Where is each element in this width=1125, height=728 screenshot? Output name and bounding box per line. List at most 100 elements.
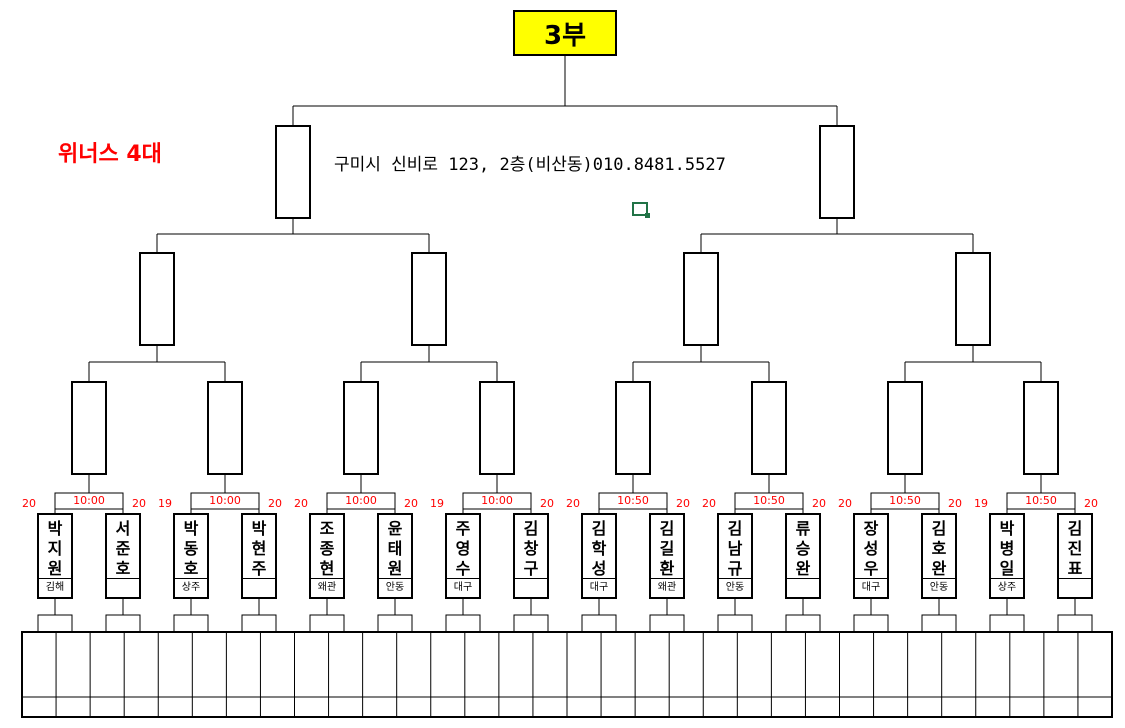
- player-seed: 20: [268, 497, 282, 510]
- match-time-box: [870, 492, 940, 510]
- player-seed: 20: [838, 497, 852, 510]
- match-time-box: [462, 492, 532, 510]
- player-region: 상주: [175, 578, 207, 597]
- match-time: 10:50: [617, 494, 649, 507]
- player-seed: 19: [158, 497, 172, 510]
- match-time-box: [326, 492, 396, 510]
- player-stub-box: [717, 614, 753, 633]
- player-stub-box: [241, 614, 277, 633]
- cell-selection-cursor[interactable]: [632, 202, 650, 218]
- player-seed: 20: [22, 497, 36, 510]
- match-time-box: [54, 492, 124, 510]
- player-stub-box: [37, 614, 73, 633]
- player-stub-box: [853, 614, 889, 633]
- player-region: 대구: [447, 578, 479, 597]
- player-stub-box: [309, 614, 345, 633]
- player-seed: 20: [566, 497, 580, 510]
- match-time: 10:00: [481, 494, 513, 507]
- round-two-box: [71, 381, 107, 475]
- player-stub-box: [649, 614, 685, 633]
- player-seed: 20: [702, 497, 716, 510]
- division-title: 3부: [513, 10, 617, 56]
- player-region: 왜관: [311, 578, 343, 597]
- player-seed: 20: [540, 497, 554, 510]
- player-region: 안동: [379, 578, 411, 597]
- player-region: 대구: [855, 578, 887, 597]
- player-stub-box: [445, 614, 481, 633]
- address-text: 구미시 신비로 123, 2층(비산동)010.8481.5527: [334, 155, 726, 175]
- player-stub-box: [581, 614, 617, 633]
- player-region: [243, 578, 275, 597]
- match-time: 10:00: [345, 494, 377, 507]
- round-two-box: [751, 381, 787, 475]
- quarterfinal-box: [955, 252, 991, 346]
- player-stub-box: [989, 614, 1025, 633]
- player-region: [787, 578, 819, 597]
- player-seed: 19: [974, 497, 988, 510]
- player-stub-box: [921, 614, 957, 633]
- quarterfinal-box: [411, 252, 447, 346]
- player-stub-box: [785, 614, 821, 633]
- player-region: 왜관: [651, 578, 683, 597]
- player-seed: 19: [430, 497, 444, 510]
- player-region: [1059, 578, 1091, 597]
- player-region: 대구: [583, 578, 615, 597]
- round-two-box: [615, 381, 651, 475]
- round-two-box: [479, 381, 515, 475]
- player-region: [107, 578, 139, 597]
- match-time-box: [190, 492, 260, 510]
- player-seed: 20: [1084, 497, 1098, 510]
- round-two-box: [1023, 381, 1059, 475]
- round-two-box: [887, 381, 923, 475]
- player-seed: 20: [812, 497, 826, 510]
- semifinal-box: [819, 125, 855, 219]
- match-time-box: [598, 492, 668, 510]
- player-seed: 20: [404, 497, 418, 510]
- match-time: 10:00: [209, 494, 241, 507]
- player-seed: 20: [948, 497, 962, 510]
- player-region: 김해: [39, 578, 71, 597]
- round-two-box: [343, 381, 379, 475]
- player-stub-box: [105, 614, 141, 633]
- match-time-box: [734, 492, 804, 510]
- player-stub-box: [173, 614, 209, 633]
- quarterfinal-box: [139, 252, 175, 346]
- player-seed: 20: [676, 497, 690, 510]
- player-region: 안동: [923, 578, 955, 597]
- match-time: 10:50: [1025, 494, 1057, 507]
- match-time: 10:50: [889, 494, 921, 507]
- match-time: 10:00: [73, 494, 105, 507]
- match-time-box: [1006, 492, 1076, 510]
- sponsor-label: 위너스 4대: [58, 142, 162, 167]
- player-seed: 20: [132, 497, 146, 510]
- match-time: 10:50: [753, 494, 785, 507]
